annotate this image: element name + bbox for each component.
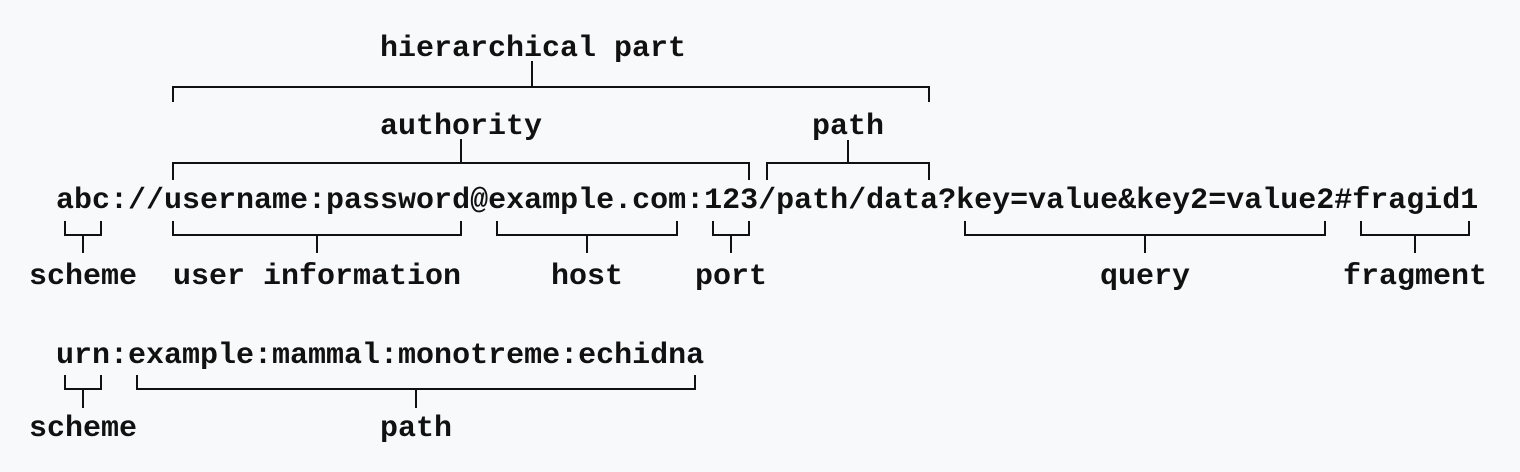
- authority-tick: [460, 139, 462, 162]
- scheme-tick: [82, 234, 84, 253]
- authority-label: authority: [379, 110, 543, 144]
- port-label: port: [694, 260, 768, 294]
- urn-scheme-tick: [82, 388, 84, 408]
- urn-scheme-label: scheme: [28, 412, 138, 446]
- fragment-tick: [1414, 234, 1416, 253]
- fragment-label: fragment: [1342, 260, 1488, 294]
- hierarchical-part-tick: [531, 61, 533, 86]
- urn-path-label: path: [379, 412, 453, 446]
- user-information-tick: [316, 234, 318, 253]
- authority-bracket: [172, 162, 750, 180]
- urn-path-tick: [415, 388, 417, 408]
- scheme-label: scheme: [28, 260, 138, 294]
- path-tick: [847, 140, 849, 162]
- urn-example-text: urn:example:mammal:monotreme:echidna: [56, 339, 705, 373]
- query-tick: [1144, 234, 1146, 253]
- path-bracket: [766, 162, 930, 180]
- host-tick: [586, 234, 588, 253]
- hierarchical-part-bracket: [172, 86, 930, 102]
- path-label: path: [811, 110, 885, 144]
- uri-example-text: abc://username:password@example.com:123/…: [56, 184, 1479, 218]
- port-tick: [730, 234, 732, 253]
- hierarchical-part-label: hierarchical part: [379, 32, 687, 66]
- user-information-label: user information: [172, 260, 462, 294]
- host-label: host: [550, 260, 624, 294]
- query-label: query: [1099, 260, 1191, 294]
